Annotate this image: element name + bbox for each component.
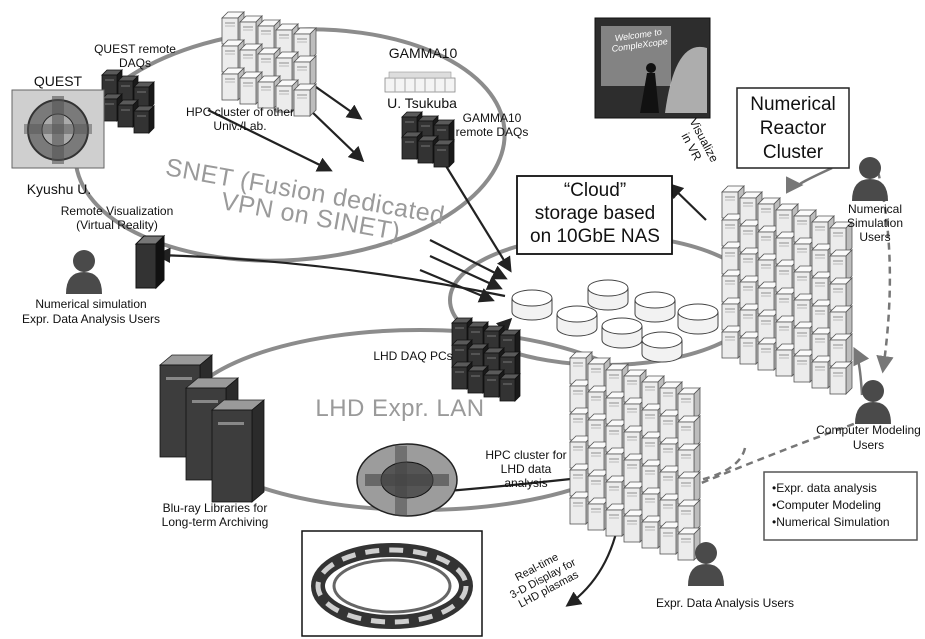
numerical-sim-users-label-line2: Expr. Data Analysis Users [21,312,161,326]
hpc-lhd-label-line3: analysis [504,476,548,490]
hpc-lhd-label-line2: LHD data [500,462,552,476]
computer-modeling-label-line2: Users [852,438,885,452]
legend-item-1: •Expr. data analysis [772,481,877,495]
remote-vis-cabinet-icon [134,234,166,290]
u-tsukuba-label: U. Tsukuba [387,95,457,111]
remote-vis-label-line2: (Virtual Reality) [76,218,158,232]
quest-remote-daqs-label: QUEST remote DAQs [90,42,180,71]
lhd-daq-pcs-icon [451,317,521,402]
hpc-other-label: HPC cluster of other Univ./Lab. [185,105,295,133]
remote-vis-label-line1: Remote Visualization [60,204,174,218]
hpc-lhd-label-line1: HPC cluster for [485,448,567,462]
bluray-library-icon [159,354,265,503]
computer-modeling-label-line1: Computer Modeling [816,423,921,437]
numerical-sim-users-right-line2: Simulation [846,216,904,230]
reactor-label-line2: Reactor [759,118,827,139]
nas-disks [511,279,719,363]
cloud-box [516,175,673,255]
numerical-sim-users-right-line1: Numerical [847,202,902,216]
legend-box [763,471,918,541]
numerical-sim-users-label-line1: Numerical simulation [35,297,147,311]
nas-disk-icon [641,331,683,363]
legend-item-3: •Numerical Simulation [772,515,890,529]
hpc-other-univ-icon [221,11,317,117]
lhd-daq-label: LHD DAQ PCs [373,349,453,363]
gamma10-building-icon [384,71,456,93]
quest-label: QUEST [33,73,83,89]
reactor-label-line3: Cluster [762,142,824,163]
user-silhouette-icon [66,250,102,294]
bluray-label-line1: Blu-ray Libraries for [162,501,268,515]
gamma10-label: GAMMA10 [388,45,458,61]
cloud-label-line2: storage based [534,203,656,224]
lhd-expr-lan-label: LHD Expr. LAN [315,395,485,422]
cloud-label-line1: “Cloud” [563,180,627,201]
nas-disk-icon [556,305,598,337]
quest-tokamak-icon [11,89,105,169]
expr-data-users-label: Expr. Data Analysis Users [655,596,795,610]
numerical-reactor-cluster-icon [721,185,852,394]
hpc-lhd-cluster-icon [570,352,700,560]
plasma-display-icon [301,530,483,637]
lhd-device-icon [356,443,458,517]
reactor-label-line1: Numerical [750,94,836,115]
nas-disk-icon [601,317,643,349]
kyushu-label: Kyushu U. [26,181,92,197]
user-silhouette-icon [852,157,888,201]
gamma10-remote-daqs-label: GAMMA10 remote DAQs [455,111,529,139]
legend-item-2: •Computer Modeling [772,498,881,512]
nas-disk-icon [634,291,676,323]
cloud-label-line3: on 10GbE NAS [530,226,660,247]
vr-photo [594,17,711,119]
nas-disk-icon [511,289,553,321]
quest-remote-daqs-text: QUEST remote DAQs [94,42,176,70]
gamma10-remote-daqs-icon [401,111,455,168]
bluray-label-line2: Long-term Archiving [161,515,269,529]
quest-remote-daqs-icon [101,69,155,134]
reactor-box [736,87,850,169]
nas-disk-icon [677,303,719,335]
nas-disk-icon [587,279,629,311]
numerical-sim-users-right-line3: Users [859,230,891,244]
